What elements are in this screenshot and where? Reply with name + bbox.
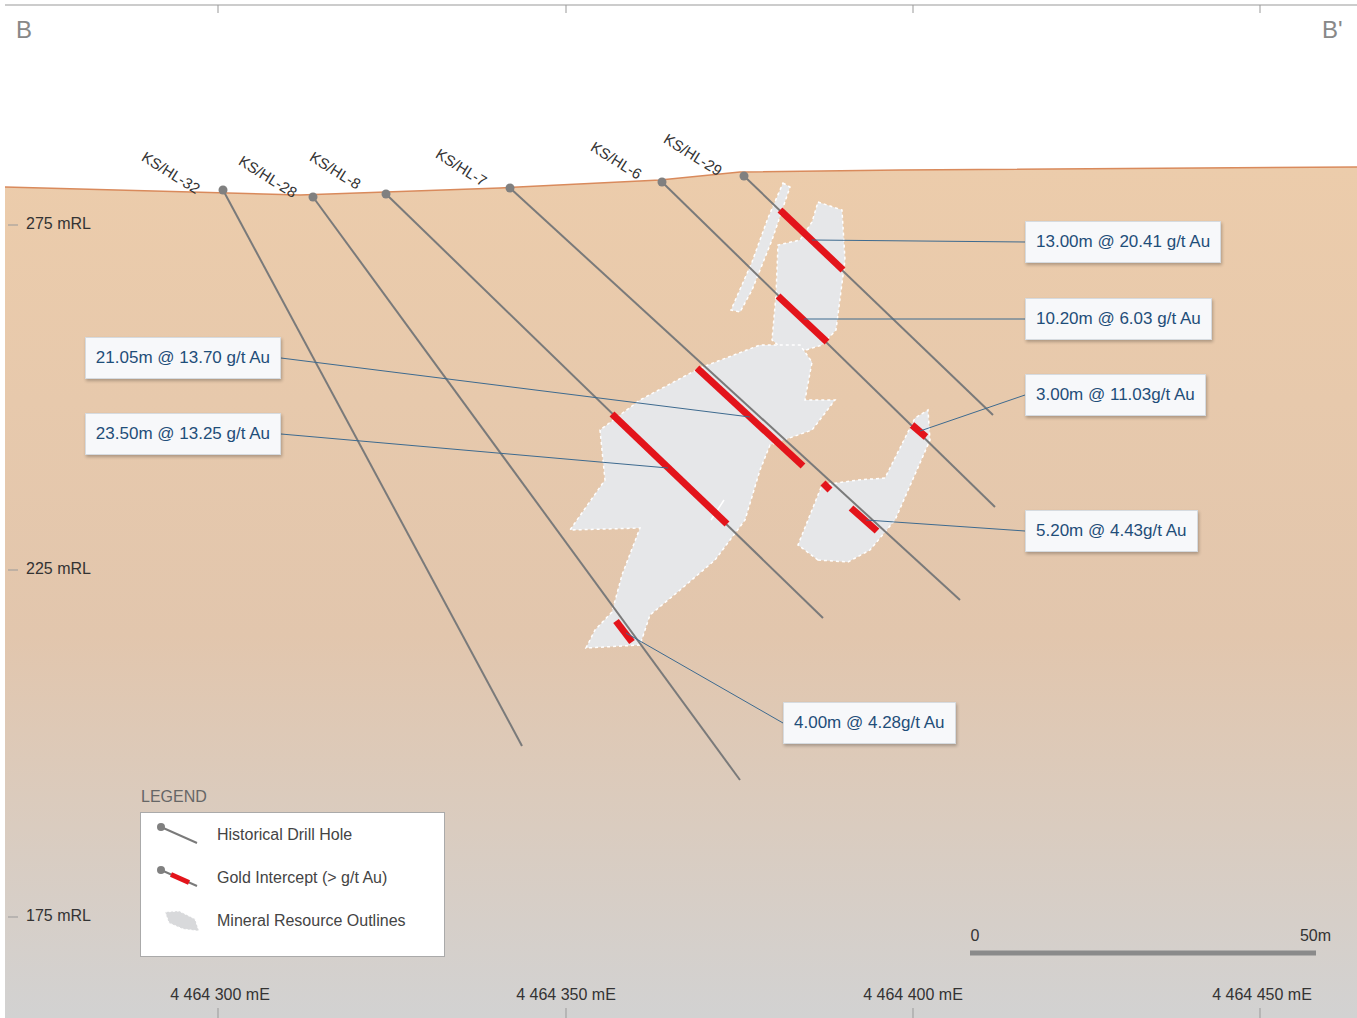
gold-intercept [612,210,926,642]
easting-label: 4 464 350 mE [516,986,616,1004]
elevation-label: 275 mRL [26,215,91,233]
intercept-callout: 4.00m @ 4.28g/t Au [783,702,956,744]
scale-label: 0 [971,927,980,945]
legend-row: Historical Drill Hole [155,823,352,847]
intercept-callout: 10.20m @ 6.03 g/t Au [1025,298,1212,340]
scale-label: 50m [1300,927,1331,945]
leader-line [866,520,1025,531]
drill-hole-id: KS/HL-6 [588,138,645,182]
ground [5,167,1357,1018]
intercept-text: 5.20m @ 4.43g/t Au [1036,520,1187,542]
drill-hole-id: KS/HL-7 [433,145,490,189]
drill-hole-id: KS/HL-32 [139,148,203,197]
intercept-text: 3.00m @ 11.03g/t Au [1036,384,1195,406]
legend-row: Gold Intercept (> g/t Au) [155,866,387,890]
intercept-callout: 3.00m @ 11.03g/t Au [1025,374,1206,416]
legend-sample [155,823,205,847]
drill-hole-id: KS/HL-29 [661,130,725,179]
leader-line [281,358,750,417]
legend-text: Mineral Resource Outlines [217,912,406,930]
leader-line [804,319,1025,320]
legend-box: Historical Drill HoleGold Intercept (> g… [140,812,445,957]
intercept-text: 10.20m @ 6.03 g/t Au [1036,308,1201,330]
intercept-text: 21.05m @ 13.70 g/t Au [96,347,270,369]
intercept-text: 13.00m @ 20.41 g/t Au [1036,231,1210,253]
leader-line [281,434,668,468]
legend-row: Mineral Resource Outlines [155,909,406,933]
resource-outline [570,183,930,648]
intercept-text: 23.50m @ 13.25 g/t Au [96,423,270,445]
intercept-callout: 21.05m @ 13.70 g/t Au [85,337,281,379]
legend-title: LEGEND [141,788,207,806]
surface-line [5,167,1357,195]
intercept-callout: 5.20m @ 4.43g/t Au [1025,510,1198,552]
easting-label: 4 464 400 mE [863,986,963,1004]
intercept-text: 4.00m @ 4.28g/t Au [794,712,945,734]
easting-label: 4 464 450 mE [1212,986,1312,1004]
section-letter: B' [1322,16,1343,44]
legend-text: Gold Intercept (> g/t Au) [217,869,387,887]
leader-line [920,395,1025,431]
intercept-callout: 13.00m @ 20.41 g/t Au [1025,221,1221,263]
legend-text: Historical Drill Hole [217,826,352,844]
drill-hole [223,176,995,780]
leader-line [812,240,1025,242]
drill-hole-id: KS/HL-8 [307,148,364,192]
frame [5,5,1357,1018]
easting-label: 4 464 300 mE [170,986,270,1004]
intercept-callout: 23.50m @ 13.25 g/t Au [85,413,281,455]
elevation-label: 225 mRL [26,560,91,578]
elevation-label: 175 mRL [26,907,91,925]
leader-line [626,633,783,723]
scale-bar [970,951,1316,956]
legend-sample [155,866,205,890]
section-letter: B [16,16,32,44]
legend-sample [155,909,205,933]
